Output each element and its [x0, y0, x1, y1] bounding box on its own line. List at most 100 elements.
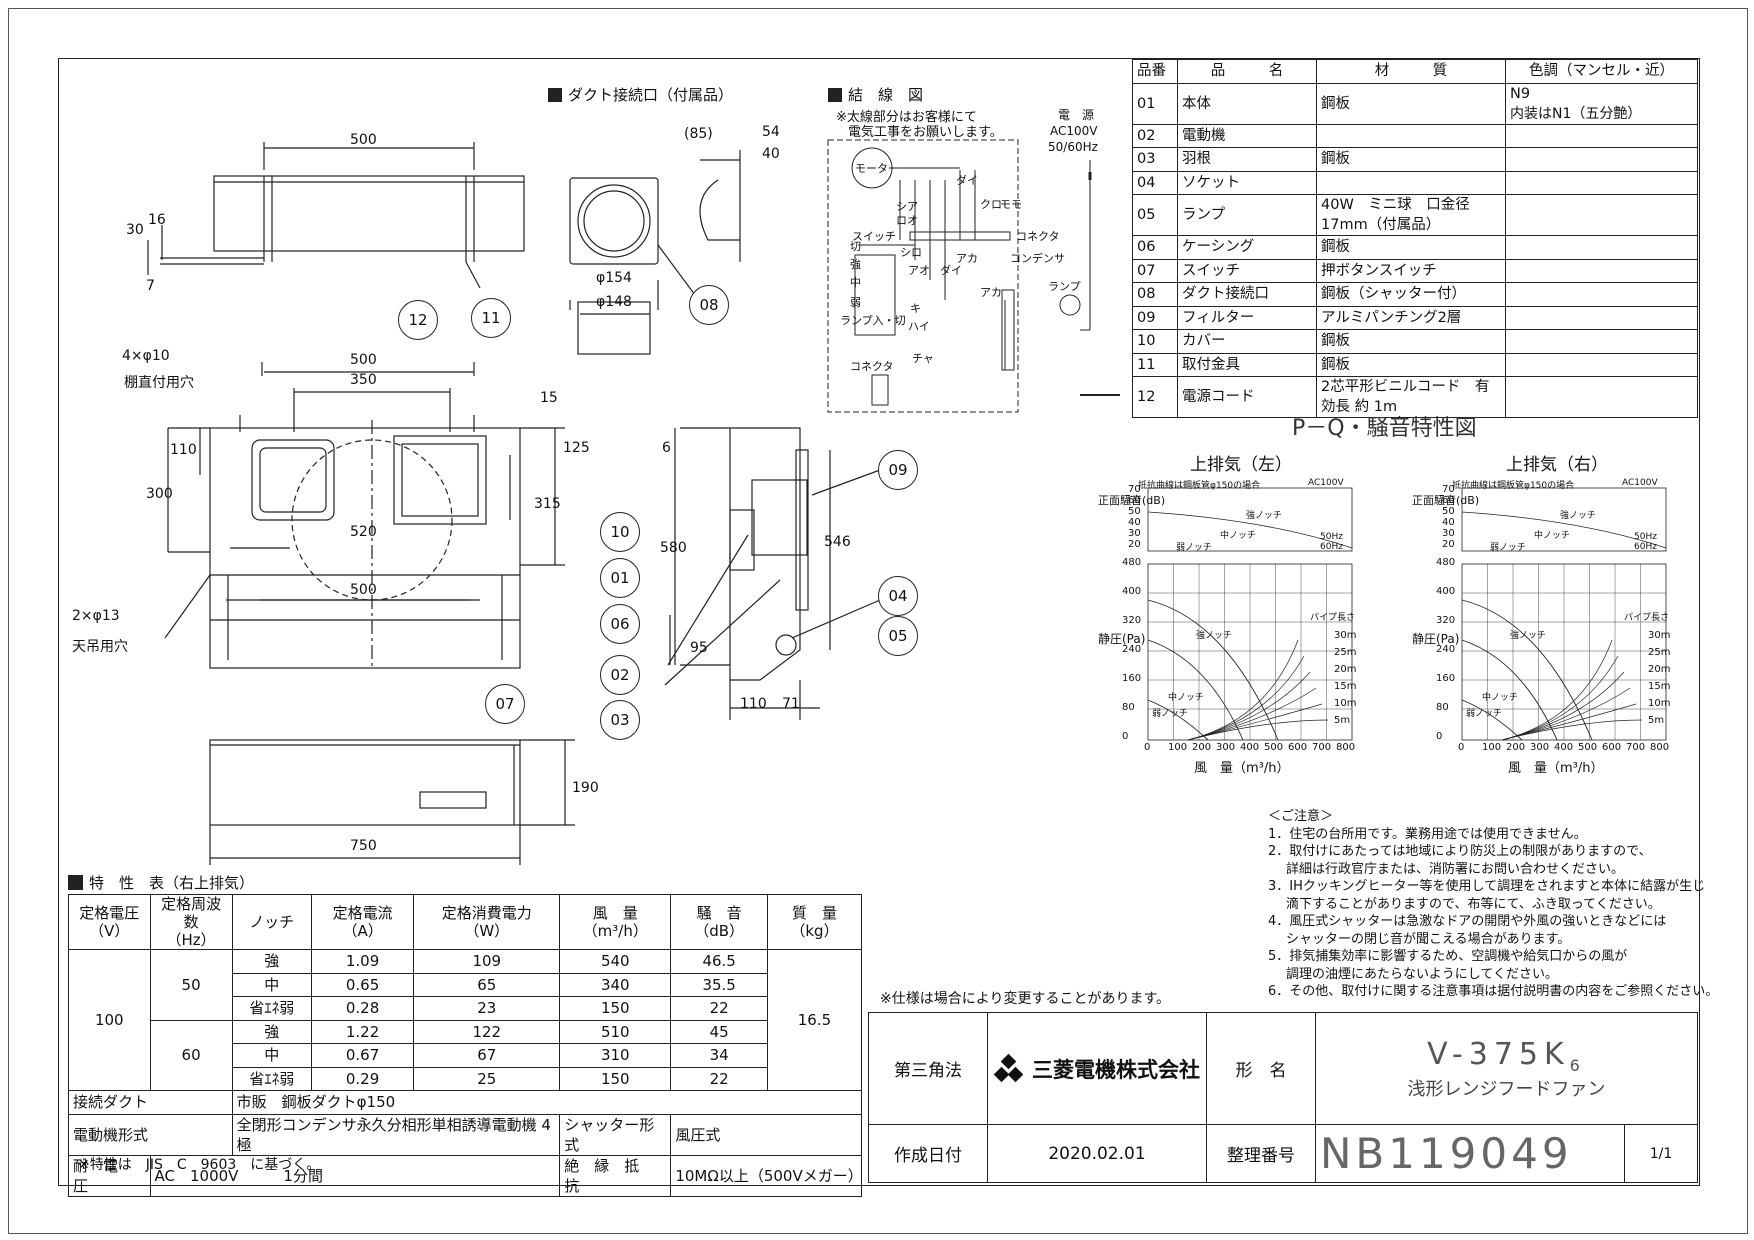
parts-header-material: 材 質: [1316, 59, 1506, 84]
parts-no: 03: [1137, 151, 1156, 168]
pq-flow-tick: 400: [1240, 742, 1260, 753]
pq-flow-tick: 600: [1602, 742, 1622, 753]
parts-name-cell: フィルター: [1177, 305, 1317, 330]
parts-no-cell: 10: [1132, 329, 1178, 354]
parts-no: 04: [1137, 174, 1156, 191]
parts-color-cell: [1505, 305, 1698, 330]
parts-name: 電源コード: [1182, 389, 1255, 405]
spec-shutter-label: シャッター形式: [559, 1113, 672, 1156]
spec-power: 65: [413, 972, 561, 997]
note-line: 調理の油煙にあたらないようにしてください。: [1286, 966, 1558, 982]
pq-pipe-length: 15m: [1648, 681, 1671, 692]
wiring-note-1: ※太線部分はお客様にて: [836, 110, 977, 125]
parts-no: 02: [1137, 127, 1156, 144]
wiring-label: アオ: [908, 264, 930, 277]
dimension-label: 30: [126, 222, 144, 238]
parts-color-cell: [1505, 352, 1698, 377]
parts-no-cell: 09: [1132, 305, 1178, 330]
pq-pressure-tick: 320: [1436, 615, 1456, 626]
pq-pipe-length: 30m: [1334, 630, 1357, 641]
parts-material: 鋼板（シャッター付）: [1321, 286, 1466, 303]
part-callout: 01: [600, 558, 640, 598]
part-callout: 02: [600, 655, 640, 695]
parts-name: カバー: [1182, 333, 1226, 350]
duct-title: ダクト接続口（付属品）: [548, 84, 733, 105]
note-line: シャッターの閉じ音が聞こえる場合があります。: [1286, 931, 1571, 947]
pq-pipe-length: 25m: [1334, 647, 1357, 658]
spec-flow: 150: [559, 996, 672, 1021]
pq-flow-tick: 200: [1506, 742, 1526, 753]
pq-pressure-tick: 160: [1436, 673, 1456, 684]
pq-noise-tick: 40: [1442, 517, 1455, 528]
pq-flow-tick: 500: [1578, 742, 1598, 753]
spec-frequency: 50: [149, 949, 233, 1021]
wiring-label: ランプ: [1048, 280, 1081, 293]
spec-current: 1.22: [310, 1019, 415, 1044]
parts-material-cell: 鋼板: [1316, 147, 1506, 172]
date-value: 2020.02.01: [987, 1124, 1207, 1183]
dimension-label: 16: [148, 212, 166, 228]
pq-flow-tick: 800: [1336, 742, 1356, 753]
parts-no: 01: [1137, 95, 1156, 112]
pq-noise-tick: 20: [1442, 539, 1455, 550]
spec-flow: 510: [559, 1019, 672, 1044]
spec-header-cell: 定格消費電力 （W）: [413, 894, 561, 950]
dimension-label: 520: [350, 524, 377, 540]
wiring-label: 弱: [850, 296, 861, 309]
spec-motor-label: 電動機形式: [68, 1113, 233, 1156]
date-label: 作成日付: [868, 1124, 988, 1183]
spec-power: 122: [413, 1019, 561, 1044]
parts-name-cell: 電源コード: [1177, 376, 1317, 418]
spec-duct-label: 接続ダクト: [68, 1090, 233, 1115]
spec-power: 67: [413, 1043, 561, 1068]
parts-row: 04 ソケット: [1132, 170, 1698, 195]
spec-noise: 35.5: [670, 972, 768, 997]
pq-curve: [1147, 599, 1279, 741]
part-callout: 11: [471, 298, 511, 338]
duct-view: [569, 150, 741, 355]
pq-voltage: AC100V: [1308, 478, 1344, 488]
pq-flow-tick: 100: [1482, 742, 1502, 753]
power-label-2: AC100V: [1050, 124, 1098, 138]
pq-pipe-length: 20m: [1648, 664, 1671, 675]
pq-curves: [1147, 511, 1667, 741]
spec-duct-row: 接続ダクト 市販 鋼板ダクトφ150: [68, 1090, 863, 1115]
spec-motor-value: 全閉形コンデンサ永久分相形単相誘導電動機 4 極: [231, 1113, 561, 1156]
spec-notch: 強: [231, 1019, 312, 1044]
wiring-diagram: [827, 139, 1120, 413]
parts-material-cell: 鋼板（シャッター付）: [1316, 282, 1506, 307]
spec-duct-value: 市販 鋼板ダクトφ150: [231, 1090, 863, 1115]
parts-name-cell: ランプ: [1177, 194, 1317, 236]
dimension-label: 54: [762, 124, 780, 140]
parts-no-cell: 07: [1132, 258, 1178, 283]
pq-noise-curve: [1461, 511, 1667, 549]
parts-material: 鋼板: [1321, 95, 1350, 112]
pq-flow-tick: 0: [1144, 742, 1151, 753]
pq-pressure-tick: 0: [1122, 731, 1129, 742]
pq-flow-tick: 700: [1312, 742, 1332, 753]
parts-no-cell: 06: [1132, 235, 1178, 260]
parts-name-cell: ケーシング: [1177, 235, 1317, 260]
spec-flow: 150: [559, 1066, 672, 1091]
parts-material: 鋼板: [1321, 151, 1350, 168]
reg-number: NB119049: [1315, 1124, 1625, 1183]
pq-pressure-tick: 80: [1122, 702, 1135, 713]
wiring-label: アカ: [980, 286, 1002, 299]
title-block: 第三角法 三菱電機株式会社 形 名 V-375K6 浅形レンジフードファン 作成…: [868, 1012, 1698, 1183]
pq-voltage: AC100V: [1622, 478, 1658, 488]
parts-material-cell: 鋼板: [1316, 352, 1506, 377]
spec-current: 0.29: [310, 1066, 415, 1091]
pq-noise-tick: 20: [1128, 539, 1141, 550]
pq-pipe-curve: [1501, 687, 1631, 741]
parts-name-cell: ソケット: [1177, 170, 1317, 195]
dimension-label: 110: [170, 442, 197, 458]
wiring-label: 強: [850, 258, 861, 271]
spec-current: 1.09: [310, 949, 415, 974]
parts-name: 電動機: [1182, 127, 1226, 144]
wiring-label: シア: [896, 200, 918, 213]
parts-name-cell: 羽根: [1177, 147, 1317, 172]
pq-pressure-tick: 480: [1122, 557, 1142, 568]
